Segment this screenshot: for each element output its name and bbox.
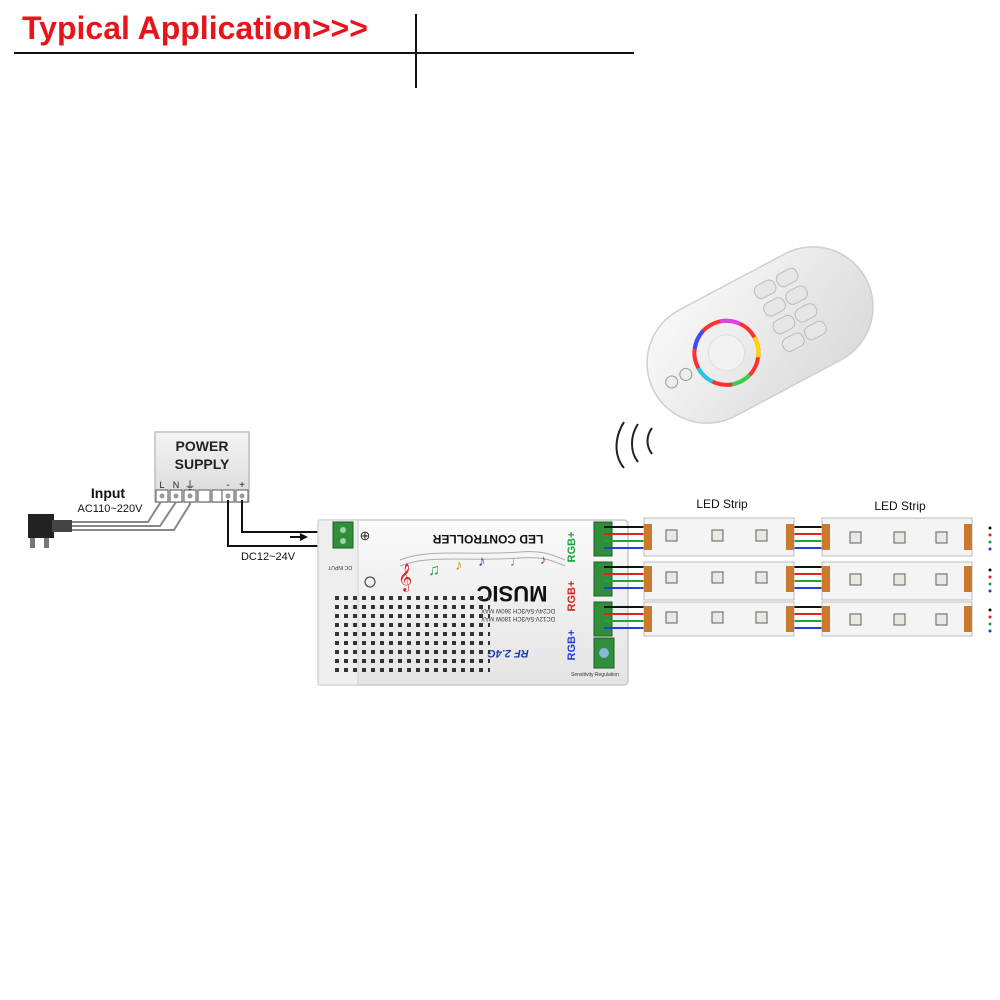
- sensitivity-label: Sensitivity Regulation: [571, 672, 619, 678]
- rgb-wires: [604, 526, 822, 629]
- terminal-minus-label: -: [226, 480, 229, 491]
- controller-spec-1: DC12V-5A/3CH 180W MAX: [481, 615, 555, 621]
- svg-text:𝄞: 𝄞: [398, 564, 412, 592]
- rf-remote: [646, 246, 874, 424]
- power-supply-line1: POWER: [176, 438, 229, 454]
- controller-dc-input: DC INPUT: [328, 564, 352, 570]
- input-voltage: AC110~220V: [78, 503, 144, 515]
- remote-power-button: [679, 367, 693, 381]
- arrow-head-icon: [300, 533, 308, 541]
- channel-label-3: RGB+: [566, 630, 578, 661]
- music-notes-icon: 𝄞 ♫ ♪ ♪ ♩ ♪: [398, 551, 566, 592]
- dc-input-terminal: [332, 521, 354, 549]
- output-terminals: [593, 521, 613, 637]
- controller-spec-2: DC24V-5A/3CH 360W MAX: [481, 607, 555, 613]
- svg-text:♫: ♫: [428, 562, 440, 579]
- led-strip-label-2: LED Strip: [874, 499, 926, 513]
- strip-end-dots: [988, 526, 992, 633]
- dc-voltage-label: DC12~24V: [241, 551, 296, 563]
- header-divider: [415, 14, 417, 88]
- svg-text:♪: ♪: [455, 557, 463, 574]
- power-symbol-icon: ⊕: [360, 528, 371, 543]
- page-title: Typical Application>>>: [22, 10, 368, 46]
- led-strips: [643, 517, 992, 637]
- header-underline: [14, 52, 634, 54]
- channel-label-2: RGB+: [566, 581, 578, 612]
- dc-output-wires: [227, 500, 336, 547]
- terminal-plus-label: +: [239, 480, 245, 491]
- rf-signal-icon: [615, 421, 653, 469]
- led-strip-label-1: LED Strip: [696, 497, 748, 511]
- input-label: Input: [91, 485, 126, 501]
- power-supply-line2: SUPPLY: [175, 456, 230, 472]
- svg-text:♪: ♪: [478, 553, 486, 570]
- svg-text:♪: ♪: [540, 552, 547, 567]
- controller-rf-label: RF 2.4G: [487, 647, 529, 659]
- ground-icon: ⏚: [185, 479, 196, 492]
- ac-plug: [28, 514, 72, 548]
- remote-minus-button: [665, 375, 679, 389]
- terminal-n-label: N: [173, 480, 180, 490]
- power-supply: POWER SUPPLY L N ⏚ - +: [154, 431, 250, 503]
- terminal-l-label: L: [159, 480, 164, 490]
- led-controller: ⊕ DC INPUT LED CONTROLLER MUSIC DC24V-5A…: [317, 519, 629, 686]
- remote-center-button: [707, 334, 745, 372]
- svg-text:♩: ♩: [510, 554, 523, 569]
- logo-icon: [364, 576, 376, 588]
- remote-zone-buttons: [753, 267, 827, 352]
- speaker-grille: [330, 594, 490, 674]
- controller-title: LED CONTROLLER: [432, 532, 543, 546]
- channel-label-1: RGB+: [566, 532, 578, 563]
